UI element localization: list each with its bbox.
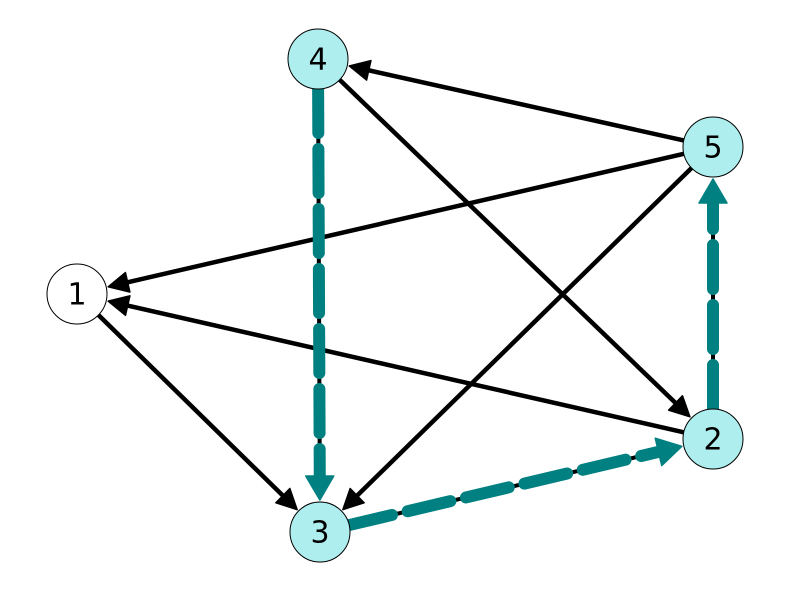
node-1: 1	[46, 263, 108, 325]
arrowhead	[107, 295, 131, 317]
edge-5-to-3	[342, 166, 694, 511]
edge-line	[366, 67, 685, 143]
edge-line	[354, 166, 694, 499]
edge-4-to-2	[338, 78, 691, 418]
arrowhead	[654, 437, 683, 467]
node-circle	[46, 263, 108, 325]
node-circle	[682, 408, 744, 470]
node-3: 3	[289, 501, 351, 563]
node-5: 5	[682, 116, 744, 178]
node-circle	[287, 28, 349, 90]
edge-5-to-4	[348, 59, 685, 143]
edges-layer	[96, 59, 728, 532]
node-2: 2	[682, 408, 744, 470]
edge-1-to-3	[96, 313, 298, 511]
arrowhead	[342, 487, 365, 511]
arrowhead	[667, 394, 691, 418]
edge-line	[96, 313, 286, 499]
node-4: 4	[287, 28, 349, 90]
node-label: 4	[308, 43, 327, 78]
node-label: 3	[310, 516, 329, 551]
nodes-layer: 1 2 3 4 5	[46, 28, 744, 563]
arrowhead	[348, 59, 372, 81]
arrowhead	[107, 271, 131, 293]
edge-highlight-line	[343, 445, 665, 532]
edge-5-to-1	[107, 151, 685, 293]
node-label: 5	[703, 131, 722, 166]
edge-line	[125, 302, 685, 435]
arrowhead	[275, 487, 298, 511]
edge-4-to-3	[305, 82, 335, 501]
edge-2-to-1	[107, 295, 685, 435]
edge-highlight-line	[312, 82, 326, 483]
node-label: 2	[703, 423, 722, 458]
node-label: 1	[67, 278, 86, 313]
edge-2-to-5	[698, 178, 728, 415]
arrowhead	[698, 178, 728, 204]
edge-line	[125, 151, 685, 285]
edge-line	[338, 78, 679, 406]
node-circle	[682, 116, 744, 178]
edge-3-to-2	[343, 437, 683, 532]
arrowhead	[305, 475, 335, 501]
node-circle	[289, 501, 351, 563]
